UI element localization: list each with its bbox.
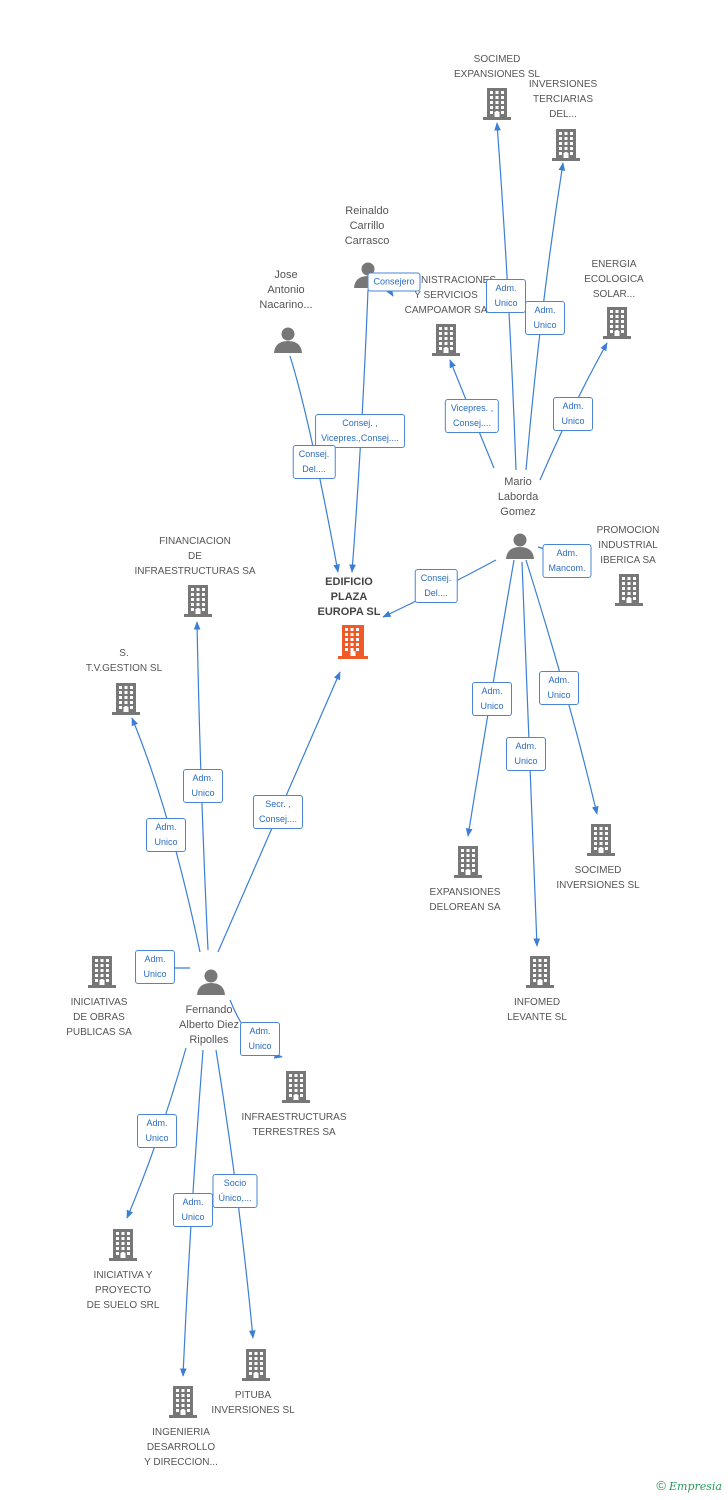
building-icon-infra_terrestres[interactable] xyxy=(282,1071,310,1103)
building-icon-pituba[interactable] xyxy=(242,1349,270,1381)
building-icon-inv_terciarias[interactable] xyxy=(552,129,580,161)
node-label-financiacion[interactable]: FINANCIACION DE INFRAESTRUCTURAS SA xyxy=(134,536,256,577)
edge-label-mario-to-edificio[interactable]: Consej. Del.... xyxy=(414,569,458,603)
building-icon-iniciativas_obras[interactable] xyxy=(88,956,116,988)
edge-label-mario-to-socimed_exp[interactable]: Adm. Unico xyxy=(486,279,526,313)
edge-label-reinaldo-to-edificio[interactable]: Consej. , Vicepres.,Consej.... xyxy=(315,414,405,448)
node-label-socimed_exp[interactable]: SOCIMED EXPANSIONES SL xyxy=(454,54,540,80)
person-icon-jose[interactable] xyxy=(274,327,302,354)
edge-label-fernando-to-edificio[interactable]: Secr. , Consej.... xyxy=(252,795,304,829)
person-icon-fernando[interactable] xyxy=(197,969,225,996)
node-label-mario[interactable]: Mario Laborda Gomez xyxy=(497,476,539,518)
focus-building-icon-edificio[interactable] xyxy=(338,625,368,659)
node-label-iniciativa_proyecto[interactable]: INICIATIVA Y PROYECTO DE SUELO SRL xyxy=(86,1270,160,1311)
building-icon-financiacion[interactable] xyxy=(184,585,212,617)
building-icon-admin_campoamor[interactable] xyxy=(432,324,460,356)
building-icon-stv[interactable] xyxy=(112,683,140,715)
node-label-pituba[interactable]: PITUBA INVERSIONES SL xyxy=(211,1390,295,1416)
footer-brand: © Empresia xyxy=(656,1478,722,1493)
copyright-icon: © xyxy=(656,1478,666,1493)
building-icon-iniciativa_proyecto[interactable] xyxy=(109,1229,137,1261)
node-label-edificio[interactable]: EDIFICIO PLAZA EUROPA SL xyxy=(317,576,381,618)
edge-label-fernando-to-pituba[interactable]: Socio Único,... xyxy=(212,1174,258,1208)
node-label-reinaldo[interactable]: Reinaldo Carrillo Carrasco xyxy=(344,205,390,247)
edge-label-jose-to-edificio[interactable]: Consej. Del.... xyxy=(292,445,336,479)
node-label-admin_campoamor[interactable]: ADMINISTRACIONES Y SERVICIOS CAMPOAMOR S… xyxy=(395,275,497,316)
building-icon-socimed_exp[interactable] xyxy=(483,88,511,120)
edge-label-mario-to-expansiones_delorean[interactable]: Adm. Unico xyxy=(472,682,512,716)
edge-label-mario-to-energia[interactable]: Adm. Unico xyxy=(553,397,593,431)
edge-label-reinaldo-to-admin_campoamor[interactable]: Consejero xyxy=(367,272,421,292)
edge-label-mario-to-promocion[interactable]: Adm. Mancom. xyxy=(542,544,592,578)
node-label-infomed[interactable]: INFOMED LEVANTE SL xyxy=(507,997,567,1023)
building-icon-infomed[interactable] xyxy=(526,956,554,988)
edge-label-fernando-to-iniciativa_proyecto[interactable]: Adm. Unico xyxy=(137,1114,177,1148)
building-icon-socimed_inv[interactable] xyxy=(587,824,615,856)
building-icon-ingenieria[interactable] xyxy=(169,1386,197,1418)
node-label-inv_terciarias[interactable]: INVERSIONES TERCIARIAS DEL... xyxy=(528,79,598,120)
building-icon-promocion[interactable] xyxy=(615,574,643,606)
node-label-socimed_inv[interactable]: SOCIMED INVERSIONES SL xyxy=(556,865,640,891)
edge-label-fernando-to-stv[interactable]: Adm. Unico xyxy=(146,818,186,852)
building-icon-energia[interactable] xyxy=(603,307,631,339)
node-label-energia[interactable]: ENERGIA ECOLOGICA SOLAR... xyxy=(584,259,644,300)
edge-label-fernando-to-financiacion[interactable]: Adm. Unico xyxy=(183,769,223,803)
edge-label-mario-to-socimed_inv[interactable]: Adm. Unico xyxy=(539,671,579,705)
node-label-fernando[interactable]: Fernando Alberto Diez Ripolles xyxy=(179,1004,239,1046)
edge-jose-to-edificio xyxy=(289,355,340,573)
edge-label-fernando-to-infra_terrestres[interactable]: Adm. Unico xyxy=(240,1022,280,1056)
edge-label-mario-to-admin_campoamor[interactable]: Vicepres. , Consej.... xyxy=(444,399,500,433)
person-icon-mario[interactable] xyxy=(506,533,534,560)
node-label-expansiones_delorean[interactable]: EXPANSIONES DELOREAN SA xyxy=(429,887,501,913)
node-label-stv[interactable]: S. T.V.GESTION SL xyxy=(85,648,163,674)
node-label-jose[interactable]: Jose Antonio Nacarino... xyxy=(259,269,313,311)
brand-name: Empresia xyxy=(669,1480,722,1493)
building-icon-expansiones_delorean[interactable] xyxy=(454,846,482,878)
edge-label-mario-to-inv_terciarias[interactable]: Adm. Unico xyxy=(525,301,565,335)
node-label-promocion[interactable]: PROMOCION INDUSTRIAL IBERICA SA xyxy=(596,525,660,566)
node-label-infra_terrestres[interactable]: INFRAESTRUCTURAS TERRESTRES SA xyxy=(241,1112,347,1138)
edge-label-fernando-to-iniciativas_obras[interactable]: Adm. Unico xyxy=(135,950,175,984)
edge-label-mario-to-infomed[interactable]: Adm. Unico xyxy=(506,737,546,771)
node-label-iniciativas_obras[interactable]: INICIATIVAS DE OBRAS PUBLICAS SA xyxy=(66,997,132,1038)
edge-label-fernando-to-ingenieria[interactable]: Adm. Unico xyxy=(173,1193,213,1227)
node-label-ingenieria[interactable]: INGENIERIA DESARROLLO Y DIRECCION... xyxy=(144,1427,218,1468)
